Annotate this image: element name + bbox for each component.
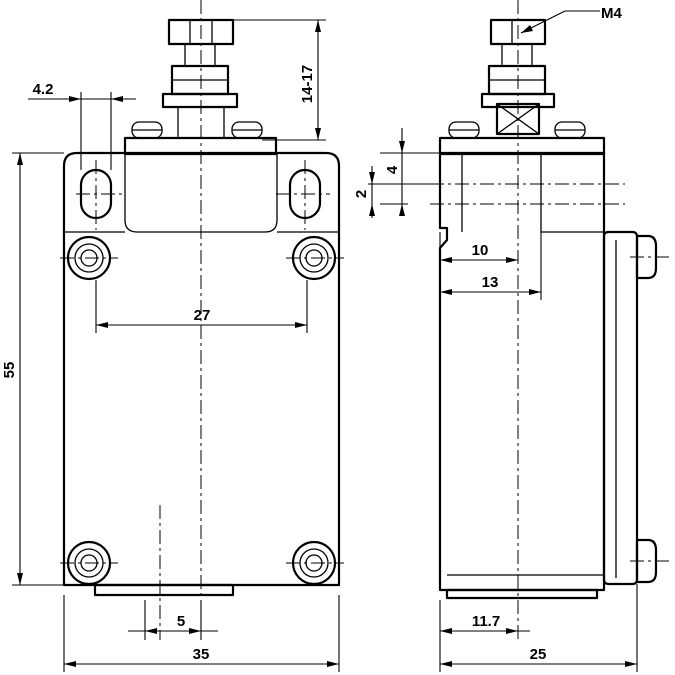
- dim-10-arrow-r: [506, 257, 518, 263]
- side-head-block: [438, 136, 606, 156]
- dim-55-arrow-b: [17, 573, 23, 585]
- dim-m4-arrow: [521, 25, 533, 33]
- dim-5-label: 5: [177, 613, 185, 630]
- dim-27-arrow-r: [295, 322, 307, 328]
- side-cover-screw-top: [635, 234, 658, 280]
- front-plunger-base: [161, 92, 239, 109]
- side-view: [430, 0, 670, 640]
- dim-4-arrow-t: [399, 141, 405, 153]
- side-rod: [501, 43, 533, 67]
- side-cover-screw-bottom: [635, 538, 658, 584]
- dim-27-label: 27: [194, 307, 211, 324]
- dim-13-arrow-r: [529, 289, 541, 295]
- front-housing-outline: [62, 151, 341, 587]
- dim-5-arrow-r: [189, 628, 201, 634]
- dim-25-arrow-r: [625, 661, 637, 667]
- dim-42-arrow-r: [111, 96, 123, 102]
- dim-1417-label: 14-17: [299, 65, 316, 103]
- dim-13-label: 13: [482, 274, 499, 291]
- dim-55-label: 55: [1, 362, 18, 379]
- dim-25-label: 25: [530, 646, 547, 663]
- dimensions: 35 5 55 27 4.2 14-17: [1, 5, 638, 672]
- dim-42-arrow-l: [69, 96, 81, 102]
- dim-10-label: 10: [472, 242, 489, 259]
- side-cable-entry: [445, 588, 599, 600]
- dim-35-arrow-r: [327, 661, 339, 667]
- front-cable-entry: [93, 583, 235, 597]
- dim-25-arrow-l: [440, 661, 452, 667]
- dim-5-arrow-l: [145, 628, 157, 634]
- front-rod: [184, 43, 216, 67]
- dim-4-arrow-b: [399, 204, 405, 216]
- dim-10-arrow-l: [440, 257, 452, 263]
- dim-42-label: 4.2: [33, 81, 54, 98]
- dim-2-label: 2: [353, 190, 370, 198]
- dim-55-arrow-t: [17, 153, 23, 165]
- side-housing-outline: [438, 151, 606, 592]
- dim-1417-arrow-b: [315, 128, 321, 140]
- dim-35-arrow-l: [64, 661, 76, 667]
- dim-m4-label: M4: [601, 5, 622, 22]
- dim-117-label: 11.7: [472, 613, 500, 630]
- dim-1417-arrow-t: [315, 20, 321, 32]
- dim-4-label: 4: [384, 165, 401, 174]
- side-cover-plate: [602, 230, 639, 586]
- dim-27-arrow-l: [96, 322, 108, 328]
- dim-2-arrow-b: [369, 204, 375, 216]
- front-view: [60, 0, 344, 640]
- dim-117-arrow-l: [440, 628, 452, 634]
- side-inner-step: [540, 153, 604, 233]
- dim-2-arrow-t: [369, 172, 375, 184]
- dim-35-label: 35: [193, 646, 210, 663]
- dim-117-arrow-r: [506, 628, 518, 634]
- dim-13-arrow-l: [440, 289, 452, 295]
